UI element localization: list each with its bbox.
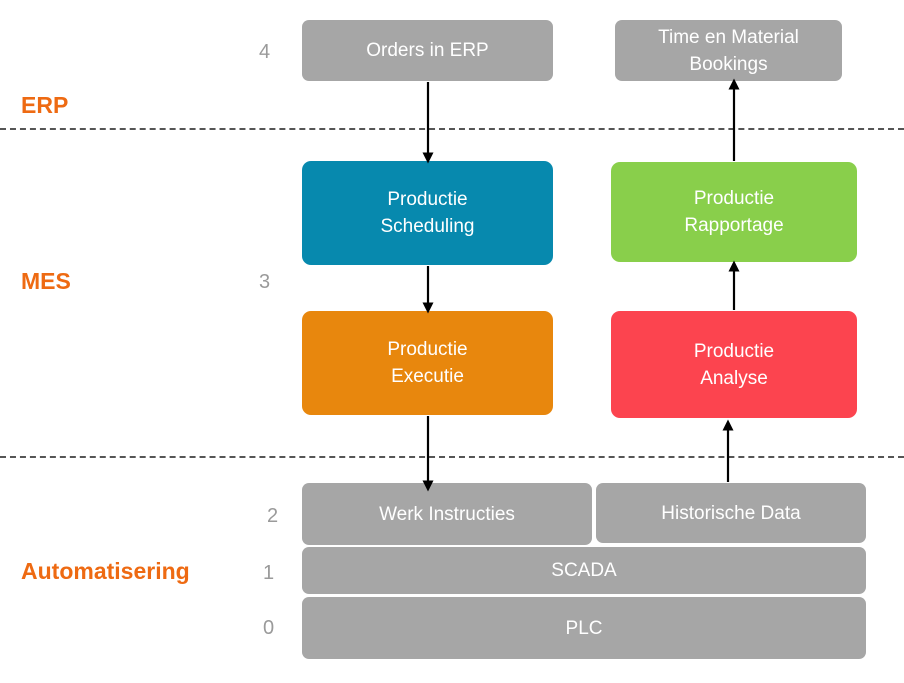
productie-rapportage-box: Productie Rapportage <box>611 162 857 262</box>
productie-executie-box: Productie Executie <box>302 311 553 415</box>
layer-label-automation: Automatisering <box>21 558 190 584</box>
productie-analyse-box: Productie Analyse <box>611 311 857 418</box>
productie-analyse-label: Productie Analyse <box>693 340 775 389</box>
layer-label-mes: MES <box>21 268 71 294</box>
productie-scheduling-label: Productie Scheduling <box>380 189 475 237</box>
historische-data-label: Historische Data <box>661 502 801 524</box>
scada-label: SCADA <box>551 560 617 581</box>
layer-label-erp: ERP <box>21 92 69 118</box>
scada-box: SCADA <box>302 547 866 594</box>
level-number-2: 2 <box>267 505 279 527</box>
time-material-bookings-box: Time en Material Bookings <box>615 20 842 81</box>
productie-rapportage-label: Productie Rapportage <box>684 188 784 236</box>
mes-automation-divider <box>0 456 904 458</box>
werk-instructies-box: Werk Instructies <box>302 483 592 545</box>
orders-in-erp-box: Orders in ERP <box>302 20 553 81</box>
werk-instructies-label: Werk Instructies <box>379 503 515 525</box>
productie-executie-label: Productie Executie <box>387 339 468 387</box>
level-number-1: 1 <box>263 562 275 584</box>
time-material-bookings-label: Time en Material Bookings <box>658 26 799 75</box>
erp-mes-divider <box>0 128 904 130</box>
plc-label: PLC <box>565 617 603 639</box>
plc-box: PLC <box>302 597 866 659</box>
orders-in-erp-label: Orders in ERP <box>366 40 489 61</box>
historische-data-box: Historische Data <box>596 483 866 543</box>
level-number-0: 0 <box>263 617 275 639</box>
level-number-4: 4 <box>259 41 271 63</box>
level-number-3: 3 <box>259 271 271 293</box>
productie-scheduling-box: Productie Scheduling <box>302 161 553 265</box>
